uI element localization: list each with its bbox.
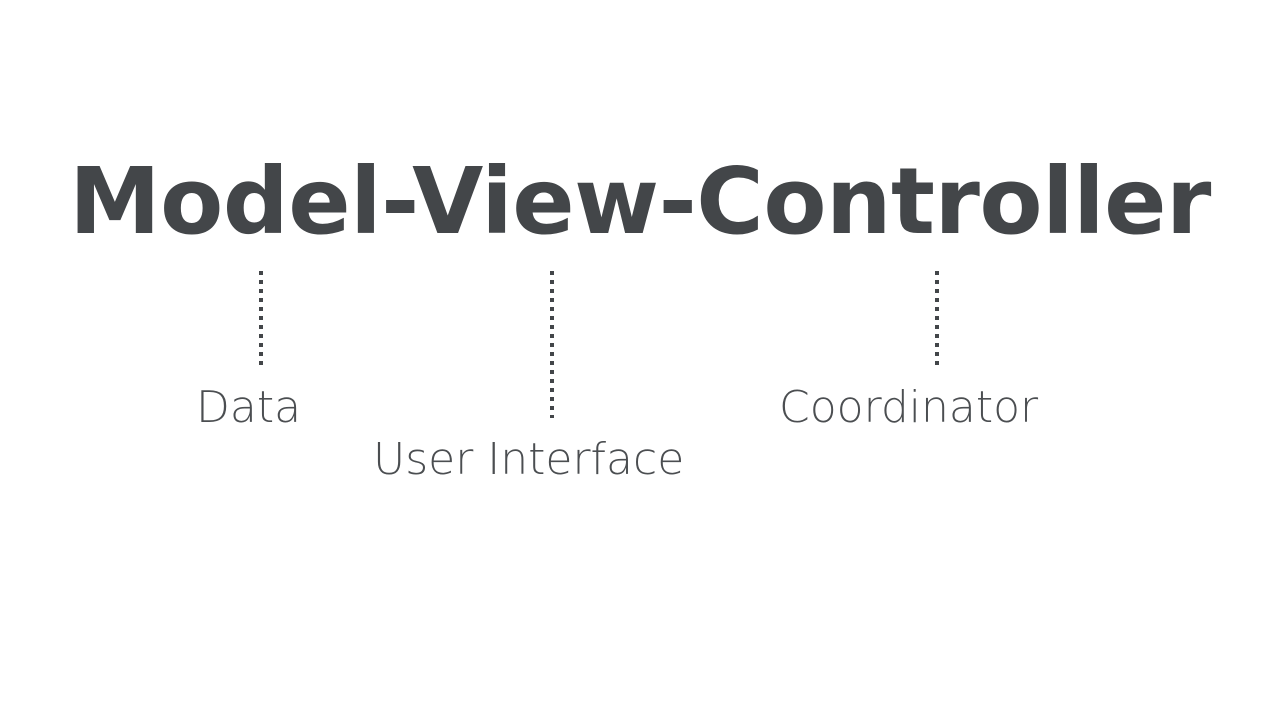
page-title: Model-View-Controller bbox=[69, 148, 1211, 255]
caption-controller: Coordinator bbox=[779, 382, 1039, 433]
leader-line-model bbox=[259, 271, 263, 366]
leader-line-view bbox=[550, 271, 554, 418]
caption-view: User Interface bbox=[373, 434, 685, 485]
caption-model: Data bbox=[196, 382, 302, 433]
leader-line-controller bbox=[935, 271, 939, 366]
